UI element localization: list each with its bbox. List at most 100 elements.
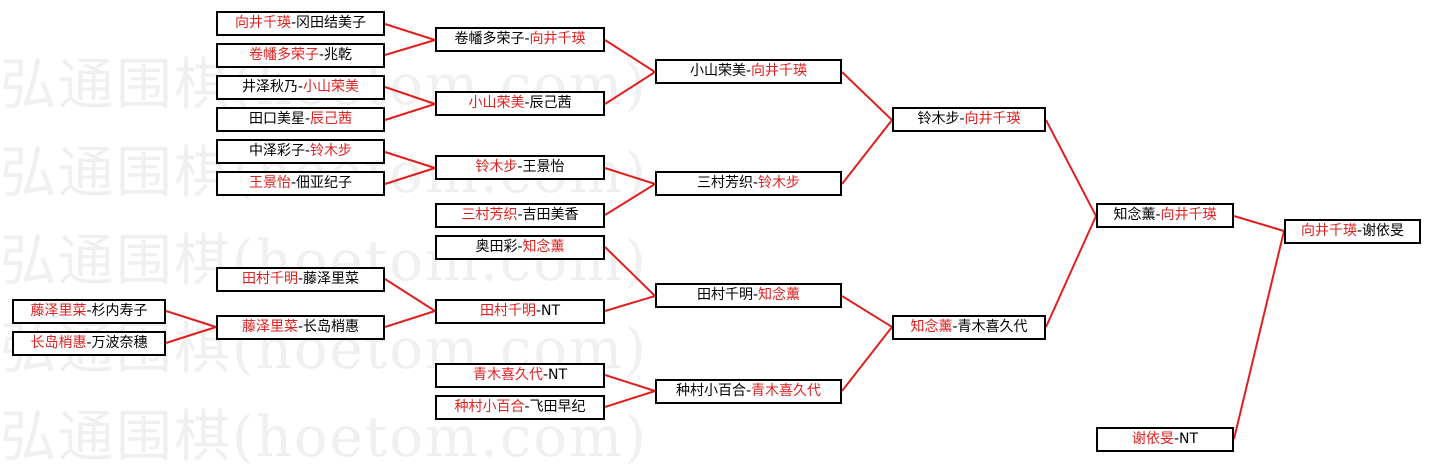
player-name: 藤泽里菜	[30, 303, 87, 319]
player-name: 藤泽里菜	[241, 319, 298, 335]
connector-line	[1045, 215, 1097, 328]
separator: -	[297, 271, 304, 287]
match-box: 种村小百合-青木喜久代	[655, 379, 842, 404]
player-name: 冈田结美子	[296, 15, 367, 31]
player-name: 杉内寿子	[91, 303, 148, 319]
player-name: 青木喜久代	[751, 383, 822, 399]
player-name: 小山荣美	[303, 79, 360, 95]
player-name: 王景怡	[248, 175, 291, 191]
connector-line	[384, 278, 436, 312]
match-box: 铃木步-向井千瑛	[892, 107, 1046, 132]
match-box: 种村小百合-飞田早纪	[435, 395, 605, 420]
match-box: 知念薰-青木喜久代	[892, 315, 1046, 340]
match-box: 小山荣美-向井千瑛	[655, 59, 842, 84]
player-name: 小山荣美	[468, 95, 525, 111]
player-name: 小山荣美	[689, 63, 746, 79]
match-box: 向井千瑛-冈田结美子	[216, 11, 385, 36]
player-name: 向井千瑛	[964, 111, 1021, 127]
connector-line	[604, 71, 656, 105]
player-name: 青木喜久代	[957, 319, 1028, 335]
player-name: 田村千明	[696, 287, 753, 303]
separator: -	[290, 175, 297, 191]
player-name: 辰己茜	[310, 111, 353, 127]
player-name: 吉田美香	[522, 207, 579, 223]
player-name: 田口美星	[248, 111, 305, 127]
match-box: 藤泽里菜-杉内寿子	[12, 299, 166, 324]
connector-line	[841, 71, 893, 121]
match-box: 卷幡多荣子-向井千瑛	[435, 27, 605, 52]
connector-line	[1233, 230, 1285, 440]
separator: -	[524, 95, 530, 111]
separator: -	[304, 111, 311, 127]
player-name: 田村千明	[479, 303, 536, 319]
connector-line	[841, 295, 893, 328]
player-name: 铃木步	[310, 143, 353, 159]
bracket-lines	[165, 23, 1285, 440]
separator: -	[1155, 207, 1161, 223]
player-name: 田村千明	[241, 271, 298, 287]
player-name: 知念薰	[1113, 207, 1156, 223]
separator: -	[86, 303, 92, 319]
connector-line	[384, 103, 436, 121]
player-name: 种村小百合	[454, 399, 525, 415]
connector-line	[384, 86, 436, 105]
connector-line	[604, 183, 656, 216]
player-name: 飞田早纪	[529, 399, 586, 415]
connector-line	[604, 246, 656, 297]
match-box: 铃木步-王景怡	[435, 155, 605, 180]
player-name: 卷幡多荣子	[248, 47, 319, 63]
player-name: 长岛梢惠	[303, 319, 360, 335]
player-name: 向井千瑛	[529, 31, 586, 47]
match-box: 谢依旻-NT	[1096, 427, 1234, 452]
player-name: 知念薰	[910, 319, 953, 335]
connector-line	[384, 23, 436, 41]
player-name: NT	[541, 303, 561, 319]
separator: -	[304, 143, 311, 159]
separator: -	[542, 367, 549, 383]
separator: -	[752, 175, 759, 191]
player-name: 奥田彩	[475, 239, 518, 255]
player-name: NT	[1179, 431, 1199, 447]
connector-line	[604, 39, 656, 73]
match-box: 长岛梢惠-万波奈穗	[12, 331, 166, 356]
match-box: 三村芳织-铃木步	[655, 171, 842, 196]
player-name: 三村芳织	[696, 175, 753, 191]
connector-line	[384, 310, 436, 328]
connector-line	[165, 326, 217, 344]
player-name: 兆乾	[324, 47, 353, 63]
match-box: 小山荣美-辰己茜	[435, 91, 605, 116]
separator: -	[1356, 223, 1363, 239]
player-name: 谢依旻	[1362, 223, 1405, 239]
separator: -	[745, 383, 752, 399]
connector-line	[1233, 215, 1285, 232]
player-name: 知念薰	[522, 239, 565, 255]
separator: -	[318, 47, 325, 63]
match-box: 三村芳织-吉田美香	[435, 203, 605, 228]
separator: -	[517, 239, 523, 255]
connector-line	[165, 310, 217, 328]
connector-line	[604, 295, 656, 312]
player-name: 王景怡	[522, 159, 565, 175]
player-name: 向井千瑛	[1300, 223, 1357, 239]
separator: -	[524, 399, 530, 415]
match-box: 藤泽里菜-长岛梢惠	[216, 315, 385, 340]
connector-line	[604, 374, 656, 392]
separator: -	[952, 319, 958, 335]
separator: -	[517, 207, 523, 223]
separator: -	[517, 159, 523, 175]
match-box: 青木喜久代-NT	[435, 363, 605, 388]
match-box: 田口美星-辰己茜	[216, 107, 385, 132]
separator: -	[297, 319, 304, 335]
player-name: 长岛梢惠	[30, 335, 87, 351]
player-name: 青木喜久代	[472, 367, 543, 383]
match-box: 井泽秋乃-小山荣美	[216, 75, 385, 100]
player-name: 铃木步	[917, 111, 960, 127]
connector-line	[384, 39, 436, 56]
match-box: 奥田彩-知念薰	[435, 235, 605, 260]
player-name: 万波奈穗	[91, 335, 148, 351]
player-name: 辰己茜	[529, 95, 572, 111]
player-name: 铃木步	[475, 159, 518, 175]
player-name: 藤泽里菜	[303, 271, 360, 287]
player-name: 卷幡多荣子	[454, 31, 525, 47]
match-box: 向井千瑛-谢依旻	[1284, 219, 1421, 244]
